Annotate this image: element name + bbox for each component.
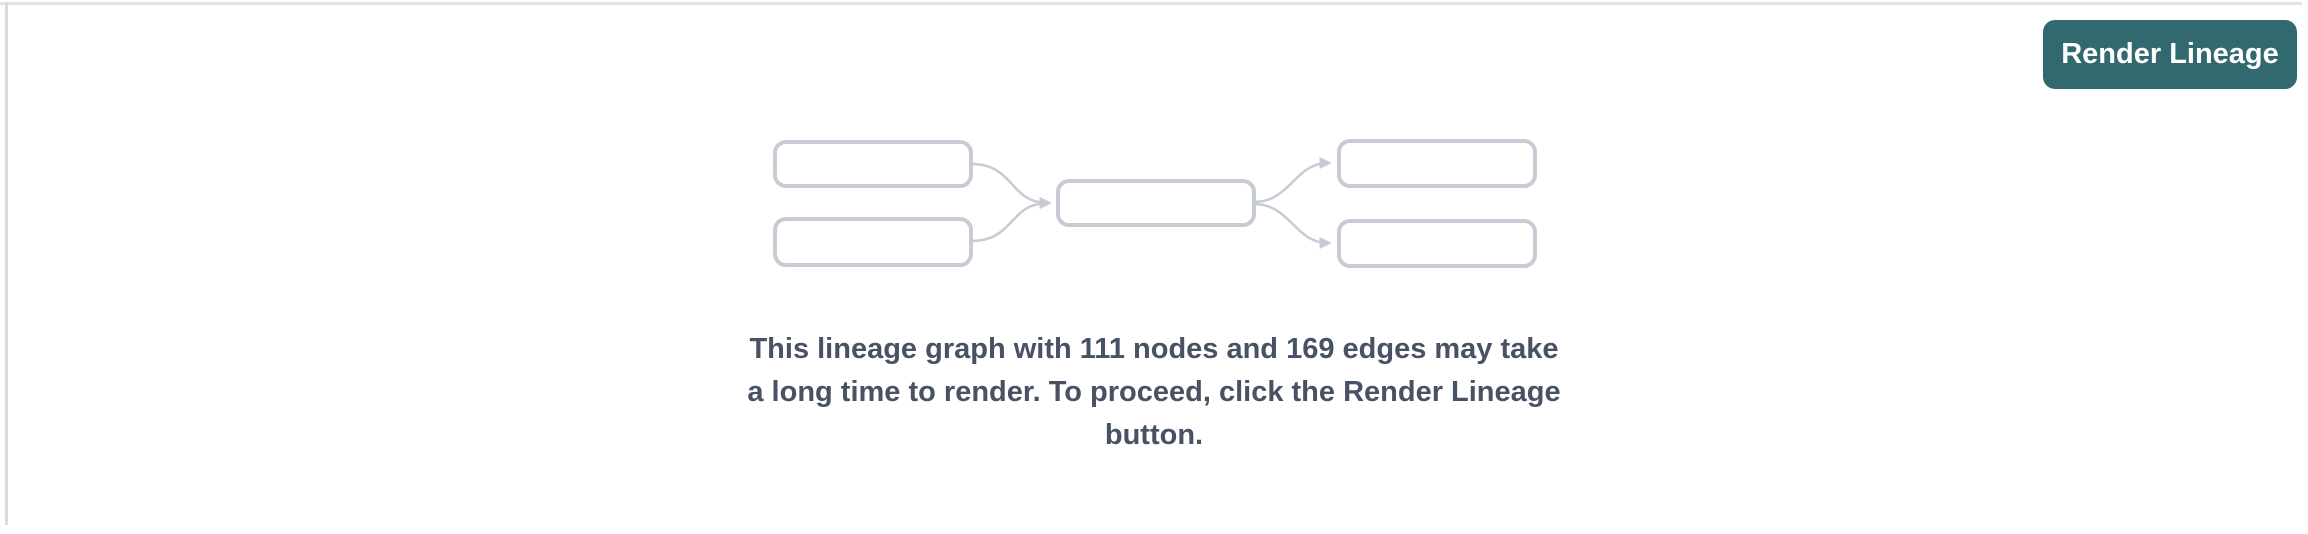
graph-edge: [1253, 202, 1332, 250]
lineage-warning-message: This lineage graph with 111 nodes and 16…: [654, 328, 1654, 457]
graph-node: [773, 140, 973, 188]
render-lineage-button[interactable]: Render Lineage: [2043, 20, 2297, 89]
graph-edge: [1253, 156, 1332, 204]
graph-edge: [970, 196, 1052, 243]
lineage-warning-line: This lineage graph with 111 nodes and 16…: [749, 333, 1559, 365]
lineage-warning-line: a long time to render. To proceed, click…: [747, 376, 1561, 408]
lineage-warning-line: button.: [1104, 419, 1204, 451]
graph-edge: [970, 162, 1052, 210]
graph-node: [773, 217, 973, 267]
graph-node: [1337, 139, 1537, 188]
panel-top-border: [0, 2, 2302, 5]
panel-left-border: [5, 2, 8, 525]
lineage-graph-icon: [773, 139, 1537, 268]
graph-node: [1337, 219, 1537, 268]
graph-node: [1056, 179, 1256, 227]
